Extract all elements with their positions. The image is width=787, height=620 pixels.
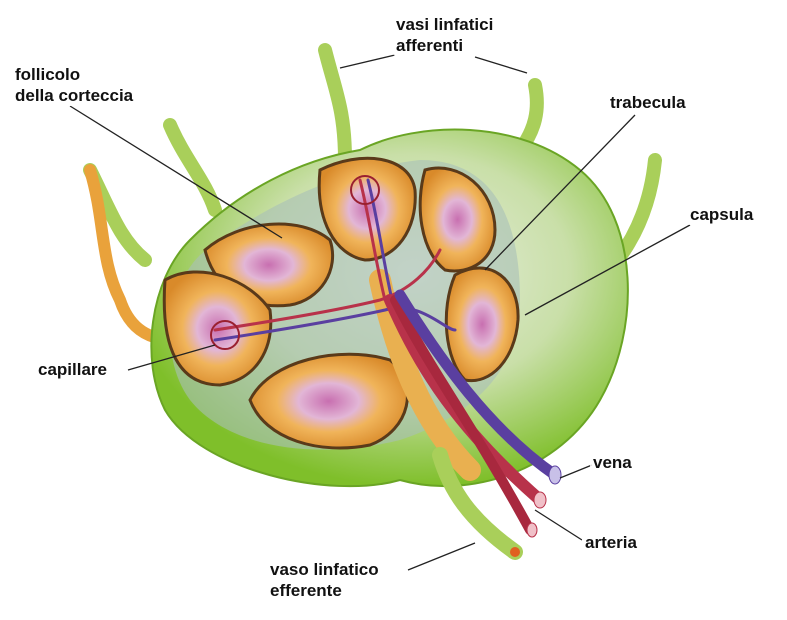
blood-vessels	[213, 178, 561, 535]
label-trabecula: trabecula	[607, 92, 689, 113]
label-capillary: capillare	[35, 359, 110, 380]
label-line: della corteccia	[15, 86, 134, 105]
leader-lines	[69, 54, 691, 571]
label-line: vasi linfatici	[396, 15, 494, 34]
capillary-loops	[210, 175, 380, 350]
label-efferent-vessel: vaso linfatico efferente	[267, 559, 382, 601]
cortex-lobes	[162, 156, 520, 450]
label-artery: arteria	[582, 532, 640, 553]
label-line: efferente	[270, 581, 342, 600]
label-cortex-follicle: follicolo della corteccia	[12, 64, 137, 106]
label-capsule: capsula	[687, 204, 757, 225]
label-line: afferenti	[396, 36, 464, 55]
label-vein: vena	[590, 452, 635, 473]
label-afferent-vessels: vasi linfatici afferenti	[393, 14, 497, 56]
label-line: follicolo	[15, 65, 81, 84]
label-line: vaso linfatico	[270, 560, 379, 579]
efferent-vessel	[432, 447, 523, 560]
